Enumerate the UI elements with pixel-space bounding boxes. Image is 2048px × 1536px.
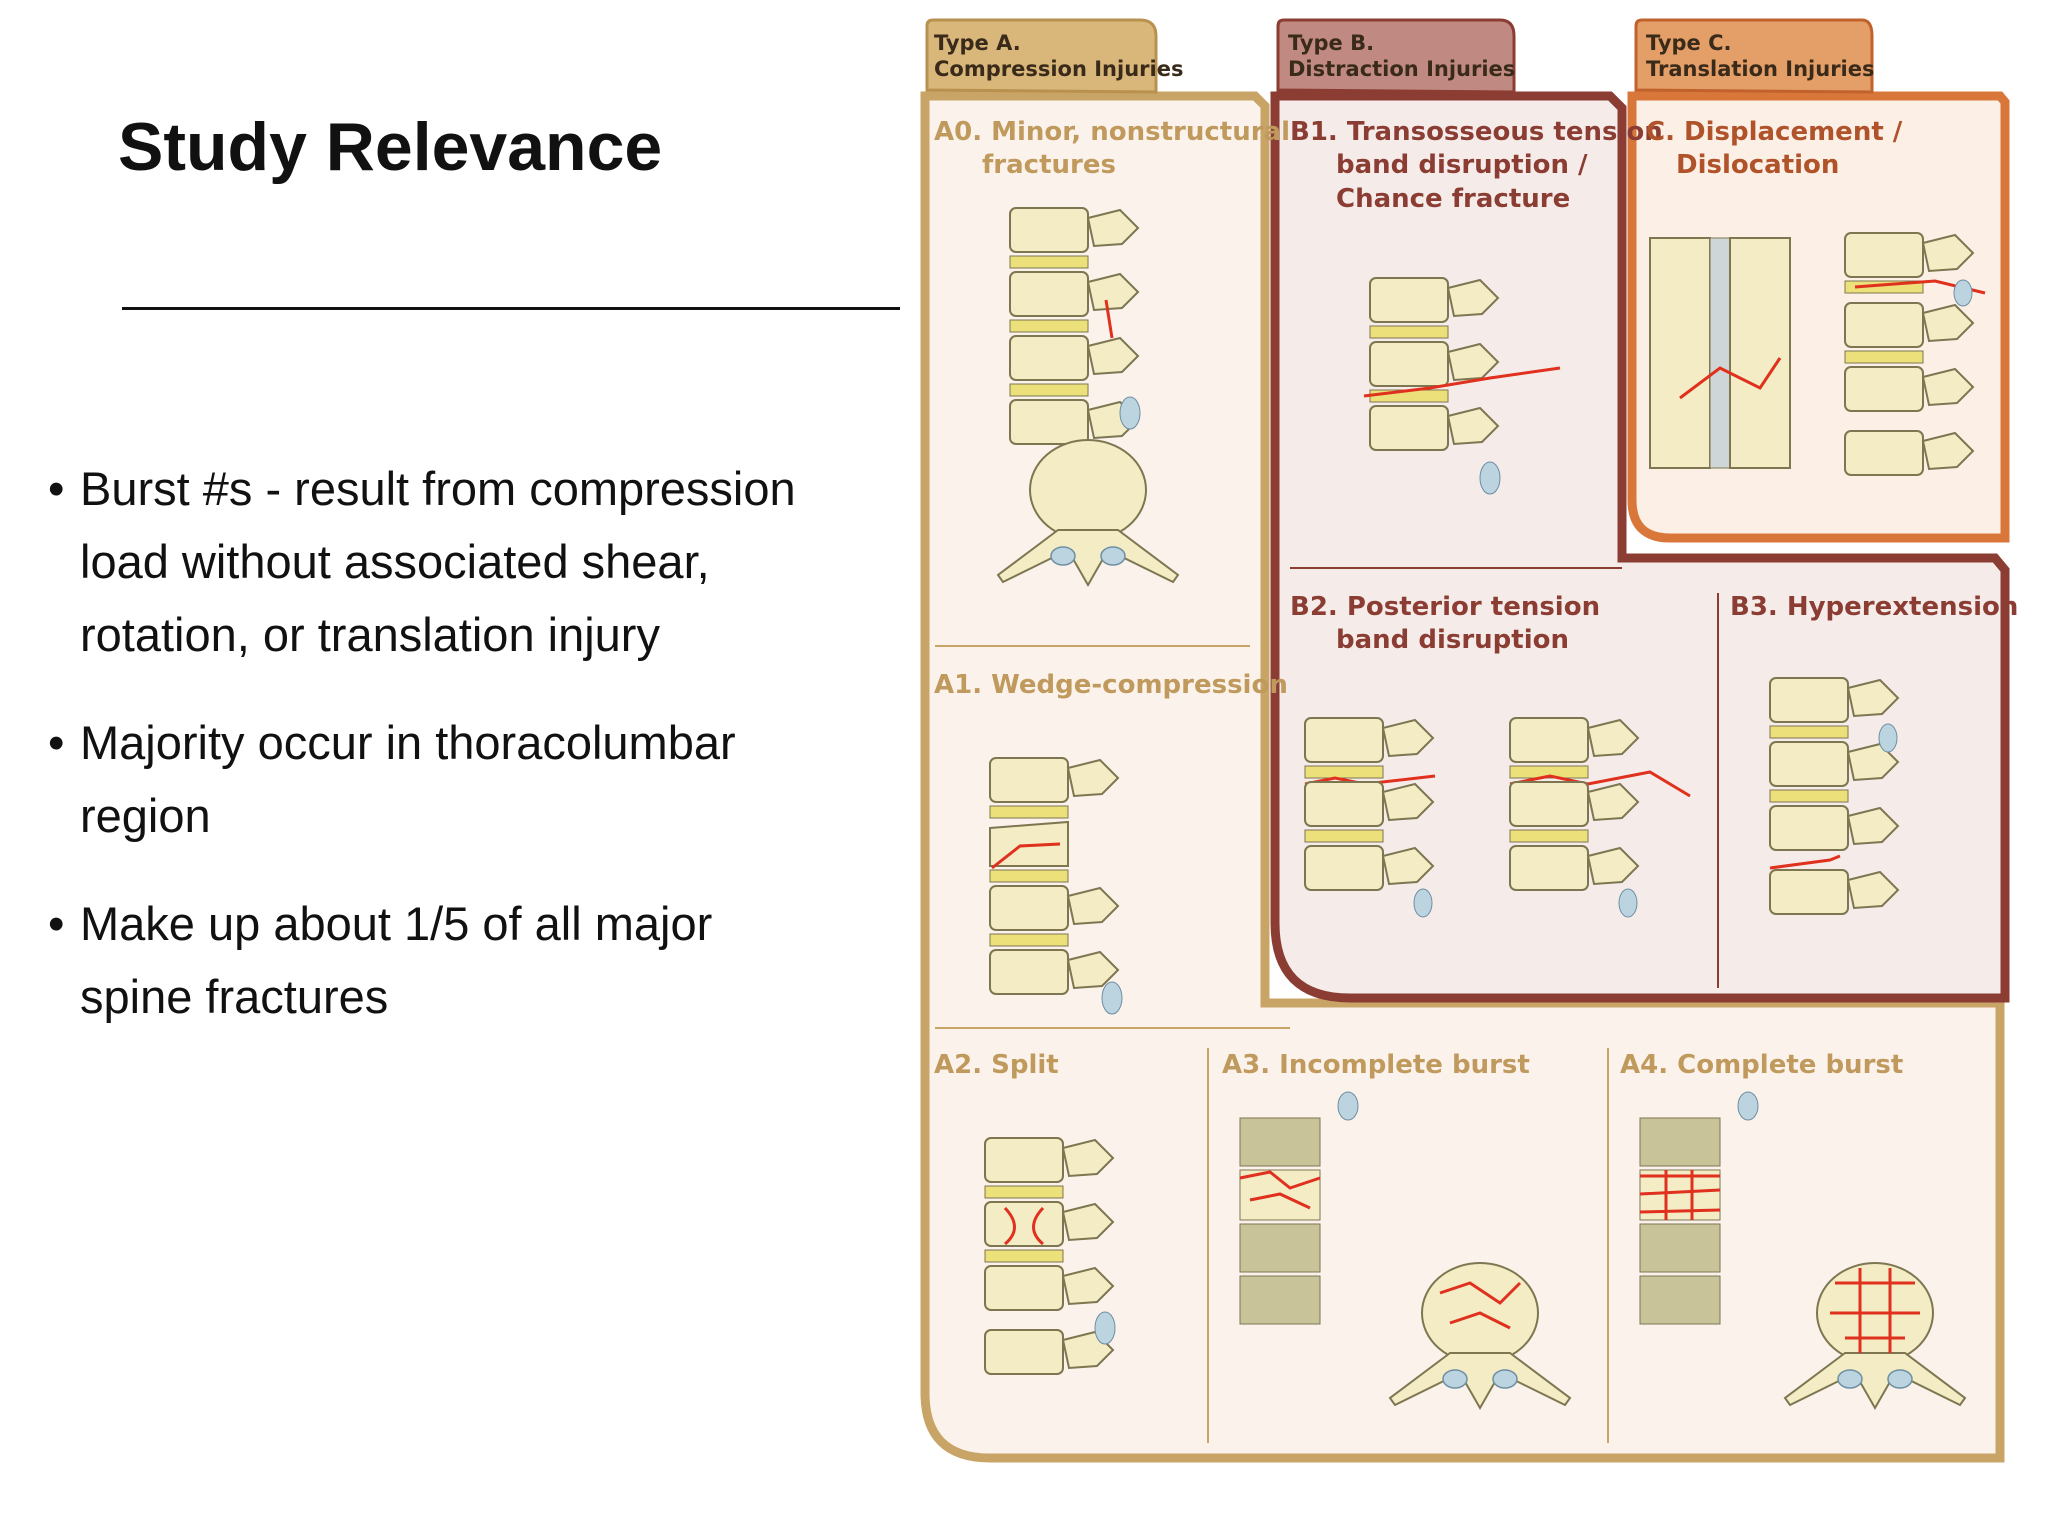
c-label-line1: C. Displacement / xyxy=(1646,117,1903,147)
bullet-dot: • xyxy=(48,716,65,769)
bullet-line: spine fractures xyxy=(80,970,389,1023)
bullet-line: load without associated shear, xyxy=(80,535,710,588)
type-b-tab-line1: Type B. xyxy=(1288,31,1374,55)
a4-label: A4. Complete burst xyxy=(1620,1050,1903,1080)
bullet-dot: • xyxy=(48,462,65,515)
a1-wedge-illustration xyxy=(989,757,1123,1015)
b1-chance-illustration xyxy=(1363,277,1561,495)
c-label-line2: Dislocation xyxy=(1676,150,1839,180)
b3-hyperextension-illustration xyxy=(1769,677,1899,915)
bullet-item: • Make up about 1/5 of all major spine f… xyxy=(44,887,904,1033)
a0-spine-illustration xyxy=(1009,207,1141,445)
slide-title: Study Relevance xyxy=(118,109,663,185)
title-divider xyxy=(122,307,900,310)
bullet-list: • Burst #s - result from compression loa… xyxy=(44,452,904,1068)
type-a-panel: Type A. Compression Injuries xyxy=(920,18,2005,1463)
c-dislocation-illustration xyxy=(1649,232,1986,476)
b1-label-line2: band disruption / xyxy=(1336,150,1588,180)
ao-spine-classification-figure: Type A. Compression Injuries Type B. Dis… xyxy=(920,18,2018,1463)
type-a-tab-line1: Type A. xyxy=(934,31,1021,55)
a3-label: A3. Incomplete burst xyxy=(1222,1050,1530,1080)
bullet-line: Burst #s - result from compression xyxy=(80,462,796,515)
a0-label-line1: A0. Minor, nonstructural xyxy=(934,117,1290,147)
bullet-dot: • xyxy=(48,897,65,950)
b1-label-line3: Chance fracture xyxy=(1336,184,1570,214)
bullet-item: • Burst #s - result from compression loa… xyxy=(44,452,904,671)
a2-label: A2. Split xyxy=(934,1050,1059,1080)
a4-complete-burst-illustration xyxy=(1639,1091,1966,1409)
b1-label-line1: B1. Transosseous tension xyxy=(1290,117,1663,147)
a1-label: A1. Wedge-compression xyxy=(934,670,1288,700)
bullet-item: • Majority occur in thoracolumbar region xyxy=(44,706,904,852)
bullet-line: Make up about 1/5 of all major xyxy=(80,897,713,950)
b2-label-line2: band disruption xyxy=(1336,625,1569,655)
type-b-tab-line2: Distraction Injuries xyxy=(1288,57,1515,81)
a0-label-line2: fractures xyxy=(982,150,1116,180)
bullet-line: region xyxy=(80,789,211,842)
type-c-tab-line2: Translation Injuries xyxy=(1646,57,1875,81)
bullet-line: rotation, or translation injury xyxy=(80,608,660,661)
bullet-line: Majority occur in thoracolumbar xyxy=(80,716,736,769)
a2-split-illustration xyxy=(984,1137,1116,1375)
b2-posterior-tension-illustration xyxy=(1304,717,1691,918)
b2-label-line1: B2. Posterior tension xyxy=(1290,592,1600,622)
type-c-tab-line1: Type C. xyxy=(1646,31,1732,55)
a3-incomplete-burst-illustration xyxy=(1239,1091,1571,1409)
type-a-tab-line2: Compression Injuries xyxy=(934,57,1183,81)
b3-label: B3. Hyperextension xyxy=(1730,592,2018,622)
